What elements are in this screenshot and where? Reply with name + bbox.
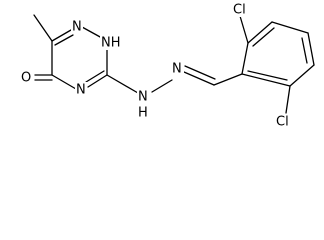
bond-ring-c5-c6: [289, 64, 315, 87]
bond-ring-c2-c3-double: [252, 27, 275, 47]
bond-nh-n: [151, 79, 173, 93]
bond-cl-bottom: [285, 85, 291, 114]
molecule-structure: N NH N O N H N Cl Cl: [20, 2, 315, 130]
atom-hydrazone-h: H: [138, 106, 148, 121]
bond-n-ch-double: [184, 65, 216, 80]
atom-cl-bottom: Cl: [276, 115, 289, 130]
atom-n4: N: [76, 83, 86, 98]
bond-ch-c1: [213, 73, 243, 86]
bond-cl-top: [239, 15, 249, 44]
bond-n1-n2: [81, 26, 103, 39]
bond-ring-c6-c1: [241, 73, 291, 87]
bond-c6-n1: [51, 29, 72, 42]
atom-hydrazone-n: N: [172, 62, 182, 77]
bond-n4-c5: [51, 74, 77, 90]
bond-ring-c3-c4: [271, 21, 309, 34]
atom-n2-h: NH: [101, 36, 121, 51]
atom-cl-top: Cl: [233, 3, 246, 18]
bond-ring-c6-c1-double: [247, 70, 288, 81]
bond-methyl: [33, 14, 53, 42]
bond-c3-n4-double: [85, 70, 105, 83]
bond-ring-c4-c5: [307, 32, 315, 66]
bond-c3-n4: [87, 74, 108, 88]
atom-oxygen: O: [21, 71, 31, 86]
atom-hydrazone-nh: N: [138, 90, 148, 105]
bonds: [33, 14, 315, 114]
atom-n1: N: [72, 20, 82, 35]
bond-ring-c4-c5-double: [301, 37, 308, 64]
atom-labels: N NH N O N H N Cl Cl: [20, 2, 293, 130]
bond-c6-n1-double: [54, 34, 74, 46]
bond-c3-nh: [106, 74, 139, 94]
bond-n-ch: [183, 71, 215, 86]
bond-ring-c2-c3: [247, 21, 273, 44]
bond-ring-c1-c2: [241, 42, 249, 75]
